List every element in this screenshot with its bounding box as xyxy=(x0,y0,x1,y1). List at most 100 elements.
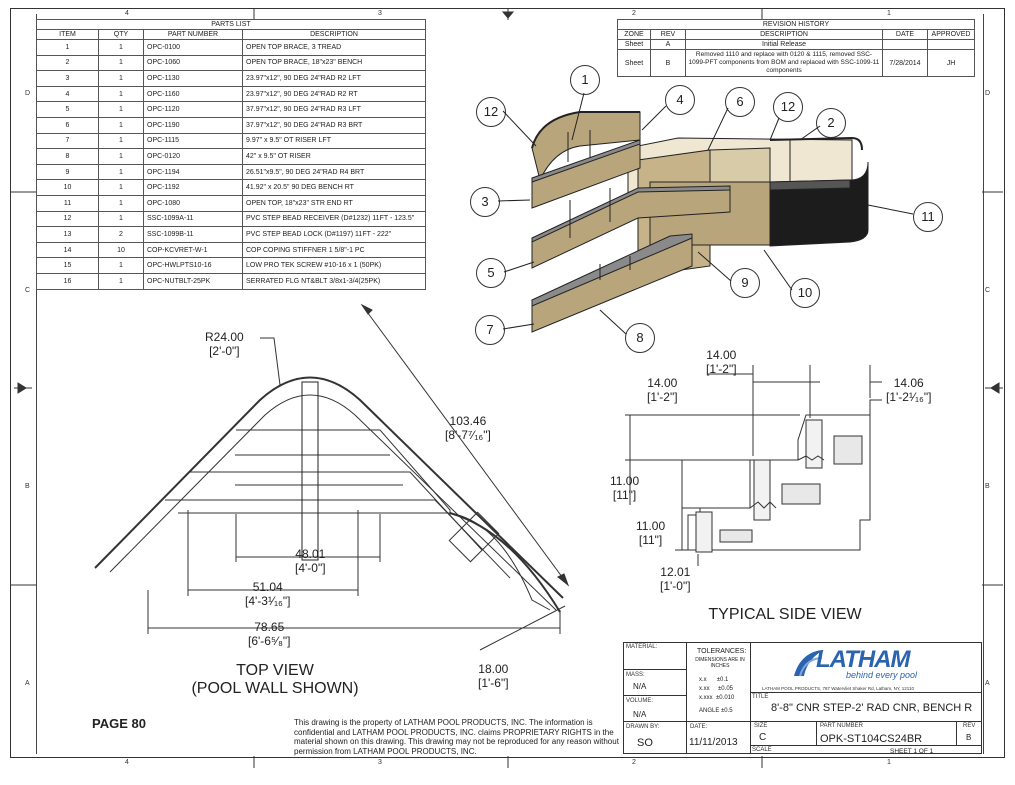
callout-5: 5 xyxy=(476,258,506,288)
logo-wordmark: LATHAM xyxy=(816,646,911,673)
dim-48-01-value: 48.01 xyxy=(295,547,326,561)
tb-drawn-by: DRAWN BY: SO xyxy=(623,722,687,754)
dim-51-04-ft: [4'-3¹⁄₁₆"] xyxy=(245,594,291,608)
dim-side-c-ft: [1'-2¹⁄₁₆"] xyxy=(886,390,932,404)
tb-volume: VOLUME: N/A xyxy=(623,696,687,722)
zone-right-d: D xyxy=(985,90,991,97)
dim-radius-ft: [2'-0"] xyxy=(209,344,240,358)
title-block xyxy=(623,642,982,754)
callout-2: 2 xyxy=(816,108,846,138)
callout-11: 11 xyxy=(913,202,943,232)
dim-side-a: 14.00 [1'-2"] xyxy=(706,348,737,376)
revision-history-table: REVISION HISTORY ZONE REV DESCRIPTION DA… xyxy=(617,19,975,77)
callout-12-right: 12 xyxy=(773,92,803,122)
tb-material: MATERIAL: xyxy=(623,642,687,670)
tb-tolerances: TOLERANCES: DIMENSIONS ARE IN INCHES x.x… xyxy=(687,642,751,722)
parts-cell-description: SERRATED FLG NT&BLT 3/8x1-3/4(25PK) xyxy=(242,272,426,290)
zone-top-4: 4 xyxy=(125,10,129,17)
dim-78-65-value: 78.65 xyxy=(254,620,285,634)
zone-bottom-3: 3 xyxy=(378,759,382,766)
latham-logo: LATHAM behind every pool xyxy=(790,646,940,682)
dim-side-f-value: 12.01 xyxy=(660,565,691,579)
callout-3: 3 xyxy=(470,187,500,217)
top-view-drawing xyxy=(94,303,570,651)
dim-48-01-ft: [4'-0"] xyxy=(295,561,326,575)
tolerance-rows: x.x ±0.1 x.xx ±0.05 x.xxx ±0.010 xyxy=(699,676,734,703)
tb-size: SIZE C xyxy=(751,722,817,746)
size-label: SIZE xyxy=(754,723,768,729)
callout-4: 4 xyxy=(665,85,695,115)
zone-top-1: 1 xyxy=(887,10,891,17)
rev-b-rev: B xyxy=(650,49,686,77)
dim-radius-value: R24.00 xyxy=(205,330,244,344)
tolerances-sub: DIMENSIONS ARE IN INCHES xyxy=(695,657,745,669)
tb-title: TITLE 8'-8" CNR STEP-2' RAD CNR, BENCH R xyxy=(751,692,982,722)
size-value: C xyxy=(759,732,767,743)
sheet-label: SHEET 1 OF 1 xyxy=(890,748,934,755)
dim-18-00-value: 18.00 xyxy=(478,662,509,676)
zone-right-c: C xyxy=(985,287,991,294)
top-view-title-line1: TOP VIEW xyxy=(236,662,314,679)
callout-6: 6 xyxy=(725,87,755,117)
tb-part-number: PART NUMBER OPK-ST104CS24BR xyxy=(817,722,957,746)
dim-51-04-value: 51.04 xyxy=(252,580,283,594)
parts-cell-part-number: OPC-NUTBLT-25PK xyxy=(143,272,243,290)
dim-side-b-value: 14.00 xyxy=(647,376,678,390)
rev-b-date: 7/28/2014 xyxy=(882,49,928,77)
dim-48-01: 48.01 [4'-0"] xyxy=(295,547,326,575)
zone-left-c: C xyxy=(25,287,31,294)
dim-51-04: 51.04 [4'-3¹⁄₁₆"] xyxy=(245,580,290,608)
callout-12-left: 12 xyxy=(476,97,506,127)
zone-bottom-2: 2 xyxy=(632,759,636,766)
scale-label: SCALE xyxy=(752,747,772,753)
dim-78-65-ft: [6'-6⁵⁄₈"] xyxy=(248,634,291,648)
rev-b-approved: JH xyxy=(927,49,975,77)
zone-top-3: 3 xyxy=(378,10,382,17)
dim-side-e-ft: [11"] xyxy=(638,533,663,547)
dim-side-a-value: 14.00 xyxy=(706,348,737,362)
isometric-exploded-view xyxy=(531,111,869,333)
callout-7: 7 xyxy=(475,315,505,345)
dim-side-a-ft: [1'-2"] xyxy=(706,362,737,376)
part-value: OPK-ST104CS24BR xyxy=(820,733,923,745)
dim-side-d: 11.00 [11"] xyxy=(610,474,639,502)
dim-side-e: 11.00 [11"] xyxy=(636,519,665,547)
dim-diagonal-ft: [8'-7⁷⁄₁₆"] xyxy=(445,428,491,442)
zone-bottom-4: 4 xyxy=(125,759,129,766)
callout-10: 10 xyxy=(790,278,820,308)
tb-date: DATE: 11/11/2013 xyxy=(687,722,751,754)
proprietary-notice: This drawing is the property of LATHAM P… xyxy=(294,718,619,756)
top-view-title: TOP VIEW (POOL WALL SHOWN) xyxy=(180,662,370,698)
volume-label: VOLUME: xyxy=(626,698,654,704)
zone-left-b: B xyxy=(25,483,30,490)
tol-1-key: x.x xyxy=(699,677,707,683)
mass-value: N/A xyxy=(633,682,647,691)
angle-tolerance: ANGLE ±0.5 xyxy=(699,708,733,714)
date-value: 11/11/2013 xyxy=(689,737,738,748)
dim-diagonal-value: 103.46 xyxy=(449,414,487,428)
callout-9: 9 xyxy=(730,268,760,298)
side-view-title: TYPICAL SIDE VIEW xyxy=(708,606,862,623)
top-view-title-line2: (POOL WALL SHOWN) xyxy=(191,680,359,697)
drawn-by-value: SO xyxy=(637,737,653,749)
dim-78-65: 78.65 [6'-6⁵⁄₈"] xyxy=(248,620,291,648)
callout-1: 1 xyxy=(570,65,600,95)
logo-swoosh-icon xyxy=(794,650,824,677)
rev-label: REV xyxy=(963,723,976,729)
zone-top-2: 2 xyxy=(632,10,636,17)
page-label: PAGE 80 xyxy=(92,716,146,731)
dim-side-c: 14.06 [1'-2¹⁄₁₆"] xyxy=(886,376,931,404)
tol-2-key: x.xx xyxy=(699,686,710,692)
